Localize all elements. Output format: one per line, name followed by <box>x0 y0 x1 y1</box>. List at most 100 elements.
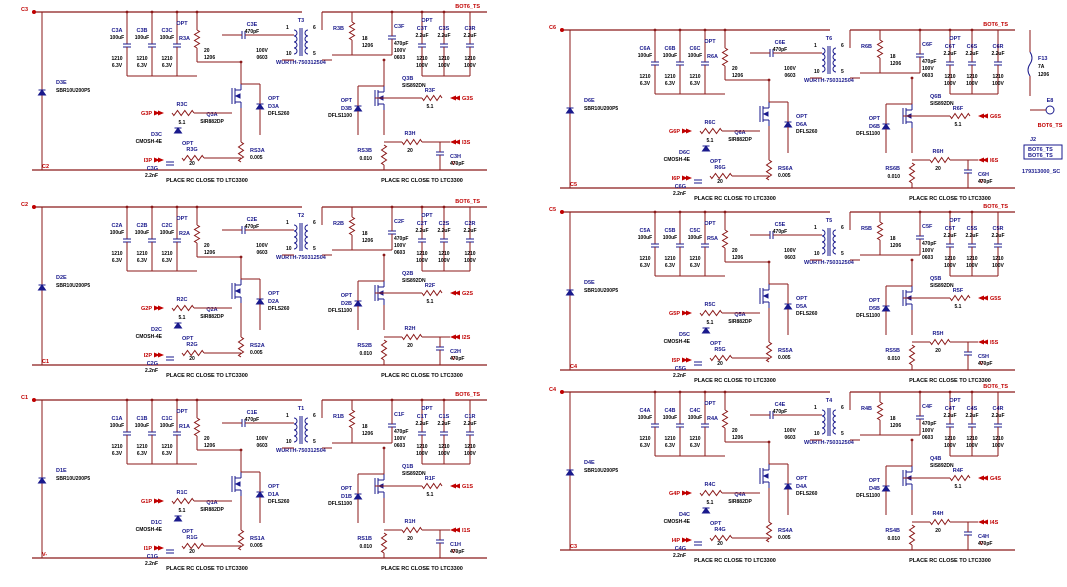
input-cap <box>173 238 181 243</box>
port-g4s[interactable]: G4S <box>978 475 1001 483</box>
port-i2p[interactable]: I2P <box>144 352 164 360</box>
diode-a-ref: D5A <box>796 304 807 310</box>
snubber-c-value: 470pF <box>773 229 787 235</box>
sec-c-pkg: 0603 <box>394 55 405 61</box>
diode-b-ref: D1B <box>341 494 352 500</box>
port-i4p[interactable]: I4P <box>672 537 692 545</box>
output-cap-pkg: 1210 <box>944 74 955 80</box>
output-cap-pkg: 1210 <box>416 251 427 257</box>
sec-c-ref: C6F <box>922 42 933 48</box>
rg-bot-value: 20 <box>717 541 723 547</box>
sense-filter-resistor <box>181 542 205 550</box>
coil <box>304 236 309 244</box>
q1-ref: Q4A <box>734 492 745 498</box>
opt-label: OPT <box>796 296 808 302</box>
net-bot-label: C3 <box>570 544 577 550</box>
gate-out-resistor <box>949 112 971 120</box>
snubber-c-value: 470pF <box>245 29 259 35</box>
junction-dot <box>678 210 682 214</box>
diode-c-value: CMOSH-4E <box>136 527 163 533</box>
opt-label: OPT <box>710 159 722 165</box>
coil <box>304 435 309 443</box>
input-cap-value: 100uF <box>135 230 149 236</box>
coil <box>304 230 309 238</box>
port-i3s[interactable]: I3S <box>450 139 471 147</box>
port-i4s[interactable]: I4S <box>978 519 999 527</box>
sec-c-pkg: 0603 <box>922 255 933 261</box>
diode-c-ref: D5C <box>679 332 690 338</box>
coil <box>821 59 826 67</box>
output-cap-pkg: 1210 <box>992 256 1003 262</box>
junction-dot <box>420 205 424 209</box>
junction-dot <box>195 398 199 402</box>
coil <box>304 224 309 232</box>
output-cap <box>418 238 426 243</box>
port-g3s[interactable]: G3S <box>450 95 473 103</box>
coil <box>293 429 298 437</box>
snubber-resistor <box>721 229 729 249</box>
diode-a <box>783 483 793 490</box>
gate-resistor <box>171 497 195 505</box>
input-cap-value: 100uF <box>638 53 652 59</box>
input-cap-voltage: 6.3V <box>137 63 148 69</box>
port-g5s[interactable]: G5S <box>978 295 1001 303</box>
output-cap <box>994 61 1002 66</box>
junction-dot <box>382 446 386 450</box>
port-i6p[interactable]: I6P <box>672 175 692 183</box>
input-cap-value: 100uF <box>110 230 124 236</box>
port-i3p[interactable]: I3P <box>144 157 164 165</box>
sec-c-ref: C3F <box>394 24 405 30</box>
place-rc-note: PLACE RC CLOSE TO LTC3300 <box>694 378 776 384</box>
port-g4p[interactable]: G4P <box>669 490 692 498</box>
coil <box>832 235 837 243</box>
port-g5p[interactable]: G5P <box>669 310 692 318</box>
net-bot-ts: BOT6_TS <box>983 22 1008 28</box>
input-cap-pkg: 1210 <box>639 436 650 442</box>
diode-e-value: SBR10U200P5 <box>56 88 90 94</box>
port-g1s[interactable]: G1S <box>450 483 473 491</box>
gate-r-value: 5.1 <box>707 320 714 326</box>
port-g6s[interactable]: G6S <box>978 113 1001 121</box>
port-g3p[interactable]: G3P <box>141 110 164 118</box>
port-label: G6P <box>669 129 680 135</box>
port-i2s[interactable]: I2S <box>450 334 471 342</box>
sense-filter-cap <box>694 361 702 366</box>
diode-c-ref: D1C <box>151 520 162 526</box>
output-cap-voltage: 100V <box>416 63 428 69</box>
input-cap-pkg: 1210 <box>639 74 650 80</box>
pin-number: 1 <box>814 405 817 411</box>
snubber-c-pkg: 0603 <box>256 55 267 61</box>
diode-a-ref: D4A <box>796 484 807 490</box>
port-i6s[interactable]: I6S <box>978 157 999 165</box>
port-label: G4S <box>990 476 1001 482</box>
port-arrow <box>682 490 688 496</box>
port-g1p[interactable]: G1P <box>141 498 164 506</box>
port-g6p[interactable]: G6P <box>669 128 692 136</box>
port-g2s[interactable]: G2S <box>450 290 473 298</box>
output-cap-ref: C6R <box>992 44 1003 50</box>
snubber-r-pkg: 1206 <box>204 250 215 256</box>
port-i5s[interactable]: I5S <box>978 339 999 347</box>
output-cap-pkg: 1210 <box>438 56 449 62</box>
sec-r-value: 18 <box>890 236 896 242</box>
coil <box>832 65 837 73</box>
input-cap-value: 100uF <box>638 415 652 421</box>
snubber-resistor <box>193 417 201 437</box>
snubber-c-value: 470pF <box>773 47 787 53</box>
input-cap-pkg: 1210 <box>664 436 675 442</box>
cg-value: 2.2nF <box>673 191 686 197</box>
gate-out-resistor <box>421 289 443 297</box>
rsense-ref: RS2A <box>250 343 265 349</box>
diode-e-value: SBR10U200P5 <box>584 468 618 474</box>
junction-dot <box>442 398 446 402</box>
port-i1s[interactable]: I1S <box>450 527 471 535</box>
port-i5p[interactable]: I5P <box>672 357 692 365</box>
port-i1p[interactable]: I1P <box>144 545 164 553</box>
net-terminal <box>560 28 564 32</box>
port-g2p[interactable]: G2P <box>141 305 164 313</box>
snubber-c-voltage: 100V <box>256 48 268 54</box>
